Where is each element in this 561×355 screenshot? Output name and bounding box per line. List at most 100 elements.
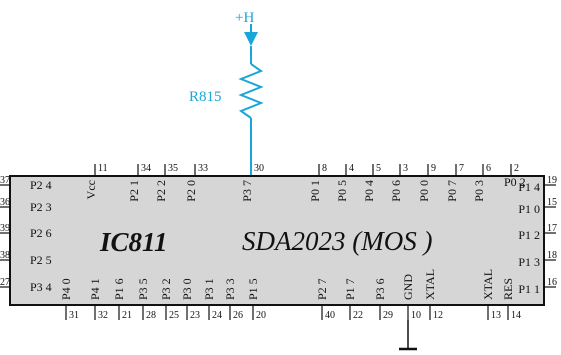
pin-label: P3 6 [373,278,387,300]
pin-number: 16 [547,277,557,288]
pin-label: P1 0 [518,202,540,216]
pin-number: 18 [547,250,557,261]
pin-label: P0 6 [389,180,403,202]
pin-number: 28 [146,310,156,321]
pin-number: 2 [514,163,519,174]
supply-network: +H R815 [189,10,264,176]
supply-label: +H [235,10,254,26]
pin-number: 33 [198,163,208,174]
bottom-pin: 40 P2 7 [315,278,335,321]
pin-label: P2 3 [30,200,52,214]
pin-label: P0 1 [308,180,322,202]
pin-label: GND [401,274,415,300]
pin-number: 4 [349,163,354,174]
pin-number: 5 [376,163,381,174]
pin-number: 26 [233,310,243,321]
ic811-body [9,175,545,306]
bottom-pin: 13 XTAL [481,269,501,321]
pin-label: P1 2 [518,228,540,242]
bottom-pin: 12 XTAL [423,269,443,321]
pin-label: P3 7 [240,180,254,202]
pin-label: P0 0 [417,180,431,202]
pin-number: 7 [459,163,464,174]
pin-label: XTAL [423,269,437,300]
pin-number: 31 [69,310,79,321]
pin-label: P2 0 [184,180,198,202]
top-pin: 8P0 1 [308,163,327,202]
pin-label: P1 6 [112,278,126,300]
pin-number: 35 [168,163,178,174]
pin-number: 37 [0,175,10,186]
pin-number: 11 [98,163,108,174]
pin-label: P0 3 [472,180,486,202]
pin-number: 12 [433,310,443,321]
pin-label: P2 1 [127,180,141,202]
chip-part-number: SDA2023 (MOS ) [242,226,432,256]
pin-number: 17 [547,223,557,234]
resistor-label: R815 [189,89,222,105]
pin-label: P3 5 [136,278,150,300]
top-pin: 4P0 5 [335,163,354,202]
pin-label: P3 2 [159,278,173,300]
pin-number: 19 [547,175,557,186]
right-pins: 19 P1 4 15 P1 0 17 P1 2 18 P1 3 16 P1 1 [518,175,557,296]
pin-number: 40 [325,310,335,321]
bottom-pin: 14 RES [501,278,521,321]
bottom-pin: 28 P3 5 [136,278,156,321]
right-pin: 17 P1 2 [518,223,557,242]
right-pin: 15 P1 0 [518,197,557,216]
pin-number: 15 [547,197,557,208]
pin-number: 25 [169,310,179,321]
pin-label: P0 7 [445,180,459,202]
pin-number: 30 [254,163,264,174]
chip-ref: IC811 [99,227,168,257]
pin-label: P2 5 [30,253,52,267]
pin-label: P2 4 [30,178,52,192]
top-pin: 7P0 7 [445,163,464,202]
pin-number: 24 [212,310,222,321]
pin-label: P1 4 [518,180,540,194]
pin-label: P3 0 [180,278,194,300]
top-pin: 5P0 4 [362,163,381,202]
pin-label: P1 3 [518,255,540,269]
pin-label: P3 3 [223,278,237,300]
pin-label: P2 7 [315,278,329,300]
pin-number: 14 [511,310,521,321]
pin-number: 8 [322,163,327,174]
pin-label: P2 2 [154,180,168,202]
pin-label: RES [501,278,515,300]
bottom-pin: 25 P3 2 [159,278,179,321]
top-pin: 2P0 2 [504,163,526,189]
pin-number: 34 [141,163,151,174]
pin-number: 6 [486,163,491,174]
pin-label: P1 7 [343,278,357,300]
supply-arrow-icon [244,32,258,46]
pin-label: P1 1 [518,282,540,296]
pin-label: XTAL [481,269,495,300]
pin-label: P0 5 [335,180,349,202]
top-pin: 9P0 0 [417,163,436,202]
top-pin: 6P0 3 [472,163,491,202]
pin-number: 20 [256,310,266,321]
pin-label: P3 4 [30,280,52,294]
right-pin: 16 P1 1 [518,277,557,296]
resistor-r815-symbol [238,63,264,119]
pin-label: P3 1 [202,278,216,300]
pin-number: 3 [403,163,408,174]
left-pin: 37 P2 4 [0,175,52,192]
pin-label: P0 4 [362,180,376,202]
pin-number: 9 [431,163,436,174]
pin-label: P2 6 [30,226,52,240]
pin-number: 13 [491,310,501,321]
